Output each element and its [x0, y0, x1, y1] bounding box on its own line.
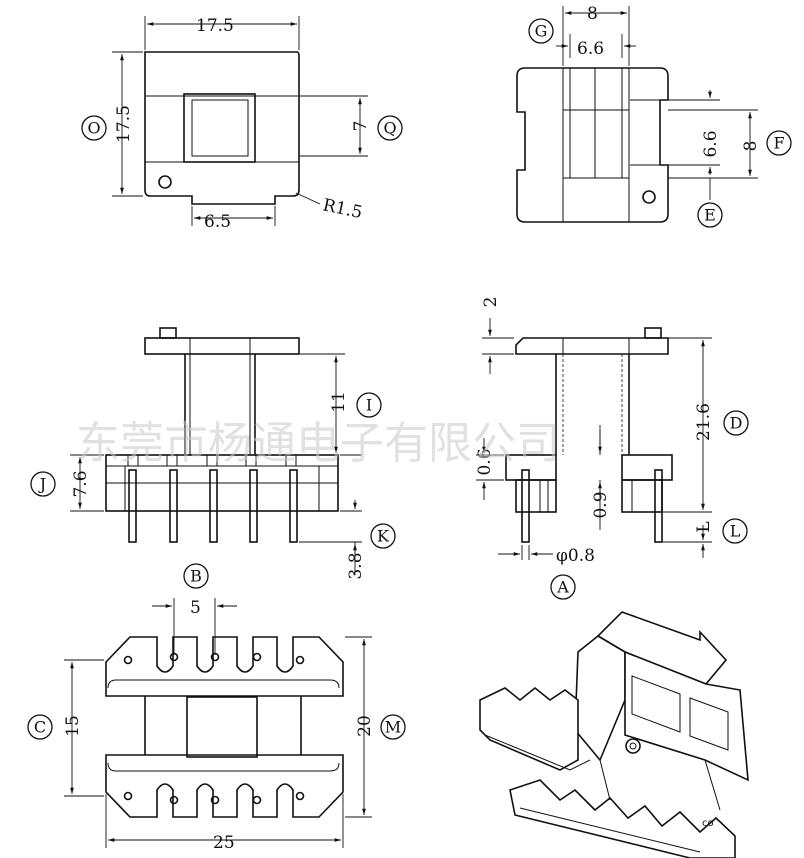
- dim-top-width: 17.5: [196, 16, 234, 36]
- label-g: G: [528, 18, 554, 44]
- top-view: [112, 16, 368, 226]
- label-f: F: [766, 130, 792, 156]
- side-view: [516, 6, 758, 223]
- label-o: O: [81, 115, 107, 141]
- label-a: A: [550, 574, 576, 600]
- label-q: Q: [377, 115, 403, 141]
- dim-right-total: 21.6: [694, 403, 714, 441]
- svg-text:D: D: [730, 414, 743, 433]
- dim-top-height: 17.5: [114, 105, 134, 143]
- dim-right-l: L: [694, 521, 714, 532]
- watermark-text: 东莞市杨通电子有限公司: [76, 418, 560, 469]
- dim-bottom-width: 25: [213, 833, 235, 853]
- svg-text:Q: Q: [383, 119, 396, 138]
- dim-bottom-inner: 15: [63, 715, 83, 737]
- label-j: J: [30, 471, 56, 497]
- dim-right-tab: 0.6: [475, 448, 495, 475]
- dim-side-outer: 8: [587, 4, 598, 24]
- label-c: C: [27, 714, 53, 740]
- label-e: E: [697, 202, 723, 228]
- label-m: M: [380, 714, 406, 740]
- dim-right-flange: 2: [481, 297, 501, 308]
- dim-side-inner: 6.6: [577, 39, 604, 59]
- svg-text:C: C: [34, 718, 46, 737]
- label-k: K: [370, 523, 396, 549]
- dim-right-step: 0.9: [591, 491, 611, 518]
- svg-text:J: J: [38, 475, 46, 494]
- dim-bottom-pitch: 5: [190, 598, 201, 618]
- dim-front-core: 11: [329, 391, 349, 413]
- label-b: B: [183, 563, 209, 589]
- dim-right-pin-diameter: φ0.8: [556, 546, 595, 566]
- dim-top-window: 7: [351, 121, 371, 132]
- isometric-view: co: [479, 611, 749, 858]
- svg-text:I: I: [366, 396, 372, 415]
- label-l: L: [722, 518, 748, 544]
- dim-front-pin: 3.8: [346, 552, 366, 579]
- svg-text:K: K: [377, 527, 390, 546]
- dim-top-radius: R1.5: [321, 195, 364, 223]
- svg-text:B: B: [190, 567, 202, 586]
- dim-bottom-outer: 20: [355, 715, 375, 737]
- dim-front-base: 7.6: [71, 470, 91, 497]
- svg-text:co: co: [702, 818, 714, 829]
- svg-text:G: G: [535, 22, 548, 41]
- svg-text:E: E: [704, 206, 716, 225]
- front-view: [70, 327, 362, 575]
- svg-text:L: L: [730, 522, 741, 541]
- dim-top-slot: 6.5: [204, 212, 231, 232]
- label-i: I: [356, 392, 382, 418]
- svg-text:F: F: [773, 134, 784, 153]
- label-d: D: [723, 410, 749, 436]
- svg-text:A: A: [556, 578, 569, 597]
- dim-side-outer-v: 8: [741, 141, 761, 152]
- bottom-view: [64, 598, 372, 848]
- svg-text:O: O: [87, 119, 100, 138]
- right-side-view: [476, 318, 712, 560]
- dim-side-inner-v: 6.6: [701, 130, 721, 157]
- svg-text:M: M: [385, 718, 401, 737]
